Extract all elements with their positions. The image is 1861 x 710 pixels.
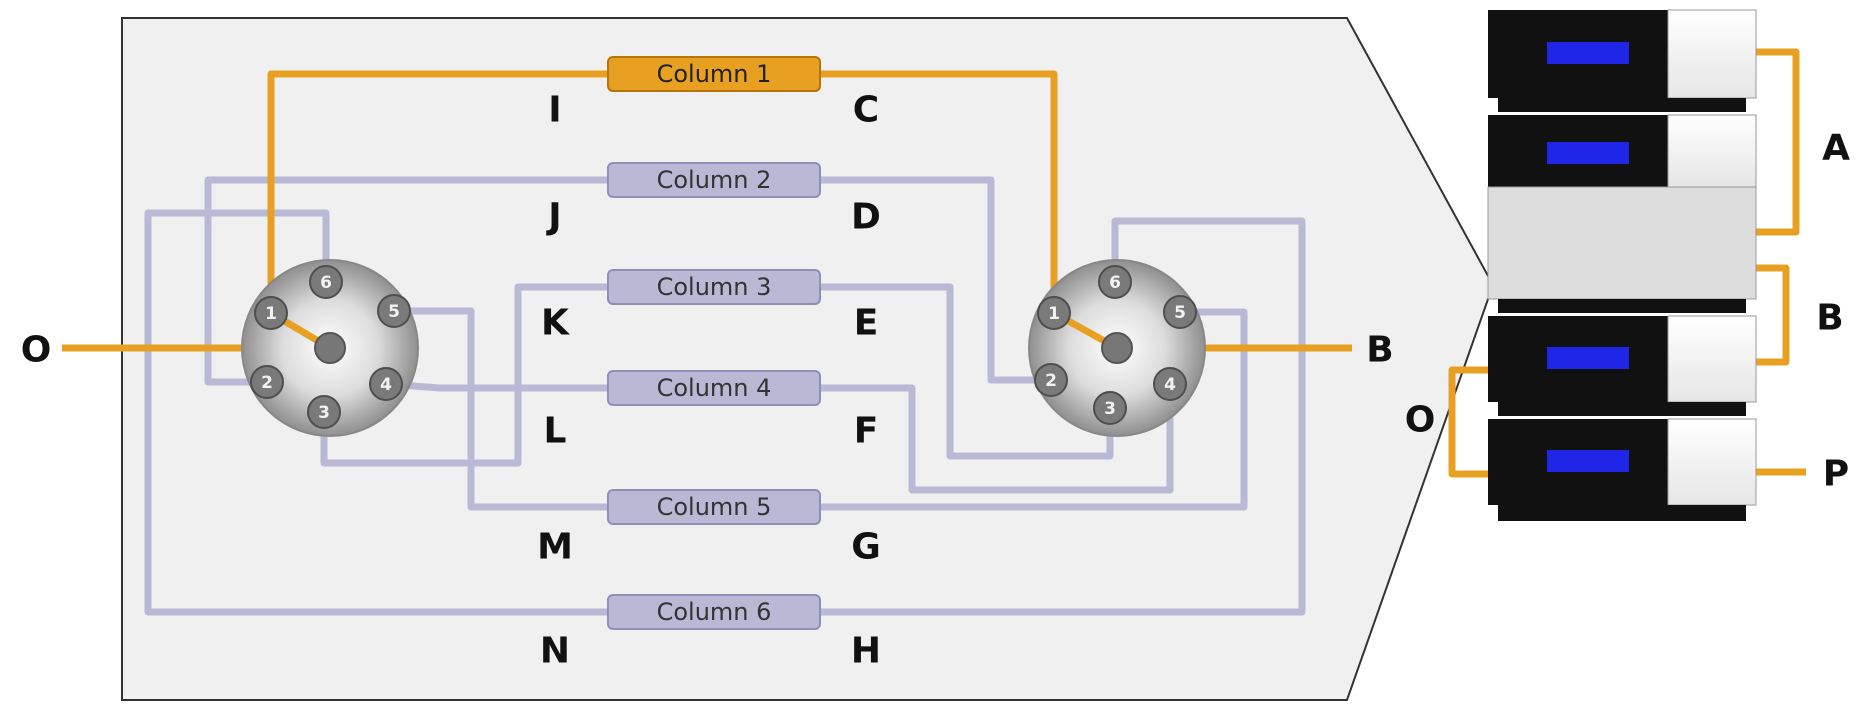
stack-tube-o [1448, 366, 1488, 478]
column-body [607, 489, 821, 525]
port-number: 5 [1174, 303, 1186, 323]
column-inlet-letter: J [545, 197, 561, 238]
stack-tubing [1448, 48, 1806, 478]
column-body [607, 162, 821, 198]
stack-label-p: P [1823, 454, 1849, 495]
valve-center-port [1101, 332, 1133, 364]
valve-panel [121, 17, 1495, 701]
tube-left-column-6 [144, 209, 608, 616]
valves: 1 2 3 4 5 6 1 2 3 4 5 6 [241, 259, 1206, 437]
column-label: Column 6 [657, 598, 772, 626]
port-number: 3 [1104, 399, 1116, 419]
column-1: Column 1 [607, 56, 821, 92]
tube-right-column-2 [820, 176, 1051, 384]
valve-port-4: 4 [1153, 367, 1187, 401]
tube-left-column-1 [267, 70, 608, 313]
valve-port-3: 3 [1093, 391, 1127, 425]
column-inlet-letter: L [544, 411, 567, 452]
column-outlet-letter: H [851, 631, 881, 672]
inactive-tubing [144, 176, 1306, 616]
stack-module-1 [1488, 9, 1757, 112]
column-3: Column 3 [607, 269, 821, 305]
stack-module-4 [1488, 418, 1757, 521]
port-number: 4 [1164, 375, 1176, 395]
port-number: 4 [380, 375, 392, 395]
valve-port-1: 1 [254, 296, 288, 330]
column-body [607, 56, 821, 92]
module-display [1547, 142, 1629, 164]
tube-right-column-5 [820, 308, 1248, 511]
stack-tube-b [1756, 264, 1790, 366]
tube-right-column-6 [820, 217, 1306, 616]
valve-port-5: 5 [377, 294, 411, 328]
port-number: 1 [1048, 304, 1060, 324]
column-label: Column 3 [657, 273, 772, 301]
valve-port-6: 6 [1098, 265, 1132, 299]
valve-port-3: 3 [307, 395, 341, 429]
column-outlet-letter: F [854, 411, 879, 452]
valve-port-5: 5 [1163, 295, 1197, 329]
port-number: 3 [318, 403, 330, 423]
tube-right-column-3 [820, 283, 1114, 460]
column-label: Column 4 [657, 374, 772, 402]
tube-right-column-4 [820, 384, 1174, 494]
port-number: 6 [1109, 273, 1121, 293]
column-outlet-letter: C [853, 90, 879, 131]
right-valve: 1 2 3 4 5 6 [1028, 259, 1206, 437]
tube-right-column-1 [820, 70, 1058, 313]
column-6: Column 6 [607, 594, 821, 630]
stack-tube-a [1756, 48, 1800, 236]
port-number: 6 [320, 273, 332, 293]
column-outlet-letter: G [851, 527, 881, 568]
valve-port-6: 6 [309, 265, 343, 299]
outlet-label: B [1366, 330, 1393, 371]
column-body [607, 594, 821, 630]
tube-left-column-3 [320, 283, 608, 467]
column-outlet-letter: E [854, 303, 879, 344]
stack-label-a: A [1822, 128, 1850, 169]
module-display [1547, 450, 1629, 472]
column-body [607, 269, 821, 305]
port-number: 2 [261, 373, 273, 393]
stack-module-3 [1488, 315, 1757, 416]
column-label: Column 1 [657, 60, 772, 88]
valve-center-port [314, 332, 346, 364]
left-valve: 1 2 3 4 5 6 [241, 259, 419, 437]
column-5: Column 5 [607, 489, 821, 525]
column-inlet-letter: K [541, 303, 570, 344]
module-display [1547, 347, 1629, 369]
instrument-stack [1487, 9, 1757, 521]
stack-module-2 [1487, 114, 1757, 313]
column-end-letters: I J K L M N C D E F G H [537, 90, 881, 672]
column-outlet-letter: D [851, 197, 881, 238]
column-2: Column 2 [607, 162, 821, 198]
column-inlet-letter: M [537, 527, 573, 568]
column-inlet-letter: I [548, 90, 561, 131]
port-number: 1 [265, 304, 277, 324]
valve-port-2: 2 [250, 365, 284, 399]
stack-label-o: O [1405, 400, 1436, 441]
column-label: Column 2 [657, 166, 772, 194]
column-label: Column 5 [657, 493, 772, 521]
columns: Column 1 Column 2 Column 3 Column 4 Column 5… [607, 56, 821, 630]
column-body [607, 370, 821, 406]
valve-port-1: 1 [1037, 296, 1071, 330]
tube-left-column-5 [394, 307, 608, 511]
port-number: 2 [1045, 371, 1057, 391]
valve-port-2: 2 [1034, 363, 1068, 397]
valve-port-4: 4 [369, 367, 403, 401]
inlet-label: O [21, 330, 52, 371]
tube-left-column-2 [204, 176, 608, 386]
tube-left-column-4 [385, 380, 608, 392]
column-4: Column 4 [607, 370, 821, 406]
port-number: 5 [388, 302, 400, 322]
column-inlet-letter: N [540, 631, 570, 672]
module-display [1547, 42, 1629, 64]
stack-label-b: B [1816, 298, 1843, 339]
